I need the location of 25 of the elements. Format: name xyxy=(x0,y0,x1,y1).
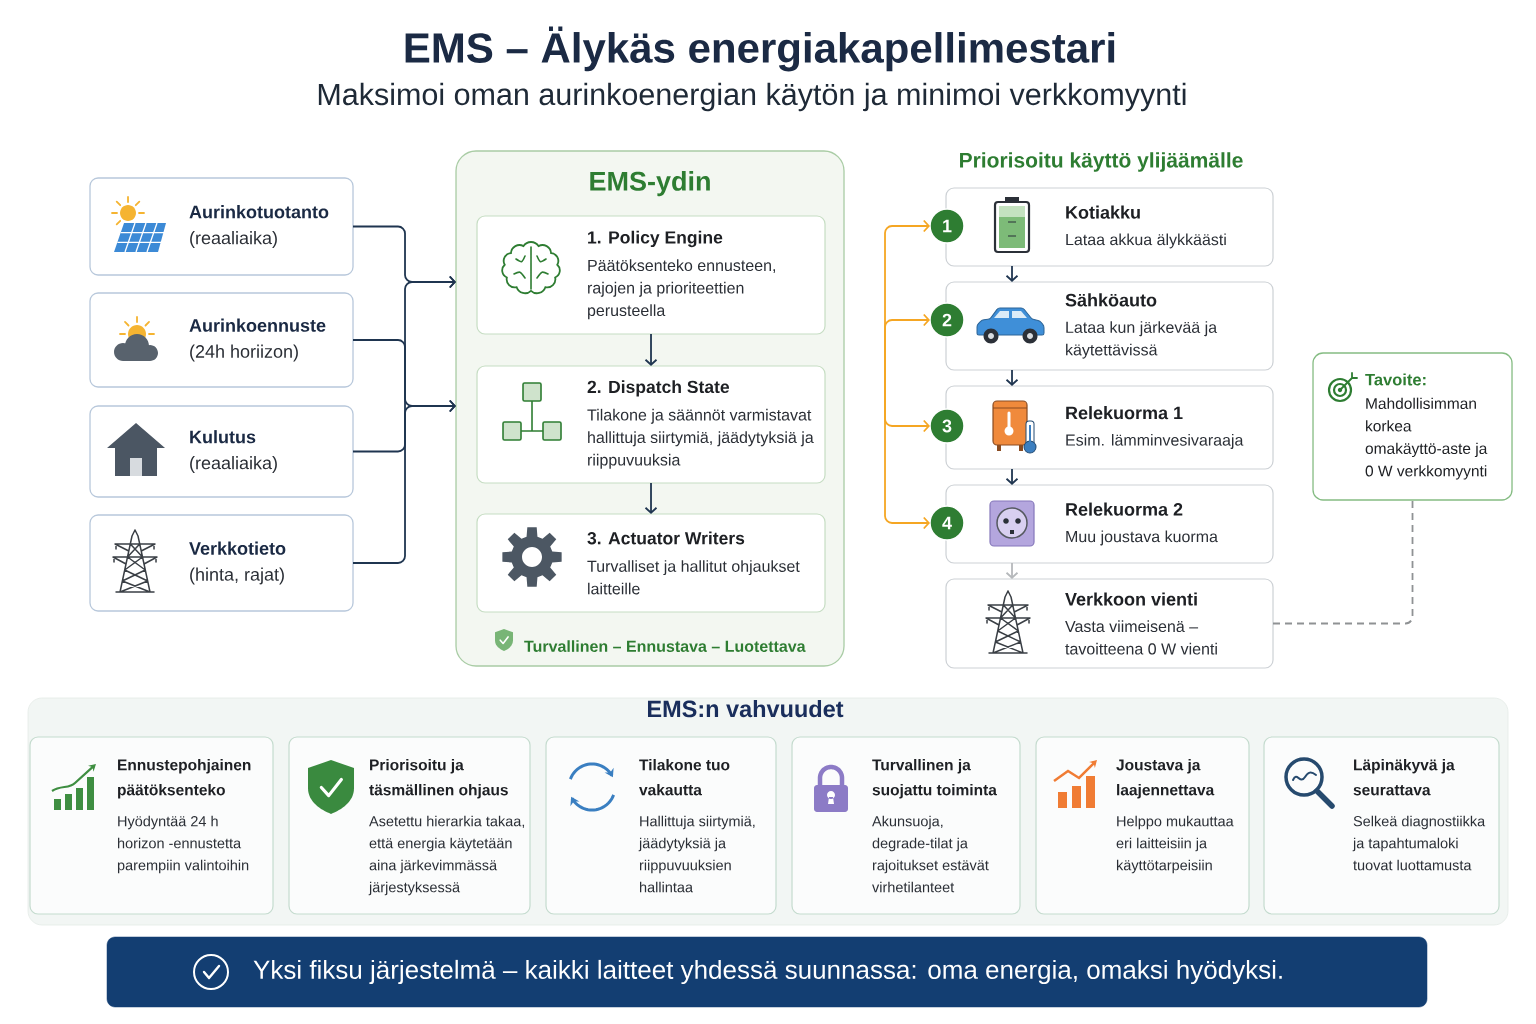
feature-card: Priorisoitu ja täsmällinen ohjaus Asetettu hierarkia takaa, että energia käytetään aina järkevimmässä järjestyksessä xyxy=(288,736,531,915)
feature-card: Ennustepohjainen päätöksenteko Hyödyntää 24 h horizon -ennustetta parempiin valintoihin xyxy=(29,736,274,915)
input-box: Verkkotieto (hinta, rajat) xyxy=(89,514,354,612)
input-box: Kulutus (reaaliaika) xyxy=(89,405,354,498)
dashed-line xyxy=(1272,499,1414,625)
feature-card: Läpinäkyvä ja seurattava Selkeä diagnostiikka ja tapahtumaloki tuovat luottamusta xyxy=(1263,736,1500,915)
feature-card: Tilakone tuo vakautta Hallittuja siirtymiä, jäädytyksiä ja riippuvuuksien hallintaa xyxy=(545,736,777,915)
arrow xyxy=(352,399,456,453)
arrow xyxy=(1005,265,1019,282)
title: EMS – Älykäs energiakapellimestari xyxy=(405,26,1115,72)
goal-box: Tavoite: Mahdollisimman korkea omakäyttö-aste ja 0 W verkkomyynti xyxy=(1312,352,1513,501)
input-box: Aurinkoennuste (24h horiizon) xyxy=(89,292,354,388)
arrow xyxy=(1005,468,1019,485)
arrow xyxy=(1005,369,1019,386)
device-box: Verkkoon vienti Vasta viimeisenä – tavoitteena 0 W vienti xyxy=(945,578,1274,669)
input-box: Aurinkotuotanto (reaaliaika) xyxy=(89,177,354,276)
feature-card: Turvallinen ja suojattu toiminta Akunsuoja, degrade-tilat ja rajoitukset estävät virhetilanteet xyxy=(791,736,1021,915)
banner: Yksi fiksu järjestelmä – kaikki laitteet yhdessä suunnassa: oma energia, omaksi hyödyksi. xyxy=(106,936,1428,1008)
subtitle: Maksimoi oman aurinkoenergian käytön ja minimoi verkkomyynti xyxy=(318,82,1186,112)
arrow xyxy=(884,374,930,530)
arrow xyxy=(352,275,456,564)
arrow xyxy=(1005,562,1019,579)
arrow xyxy=(884,313,930,376)
feature-card: Joustava ja laajennettava Helppo mukauttaa eri laitteisiin ja käyttötarpeisiin xyxy=(1035,736,1250,915)
section-heading: Priorisoitu käyttö ylijäämälle xyxy=(960,152,1243,172)
